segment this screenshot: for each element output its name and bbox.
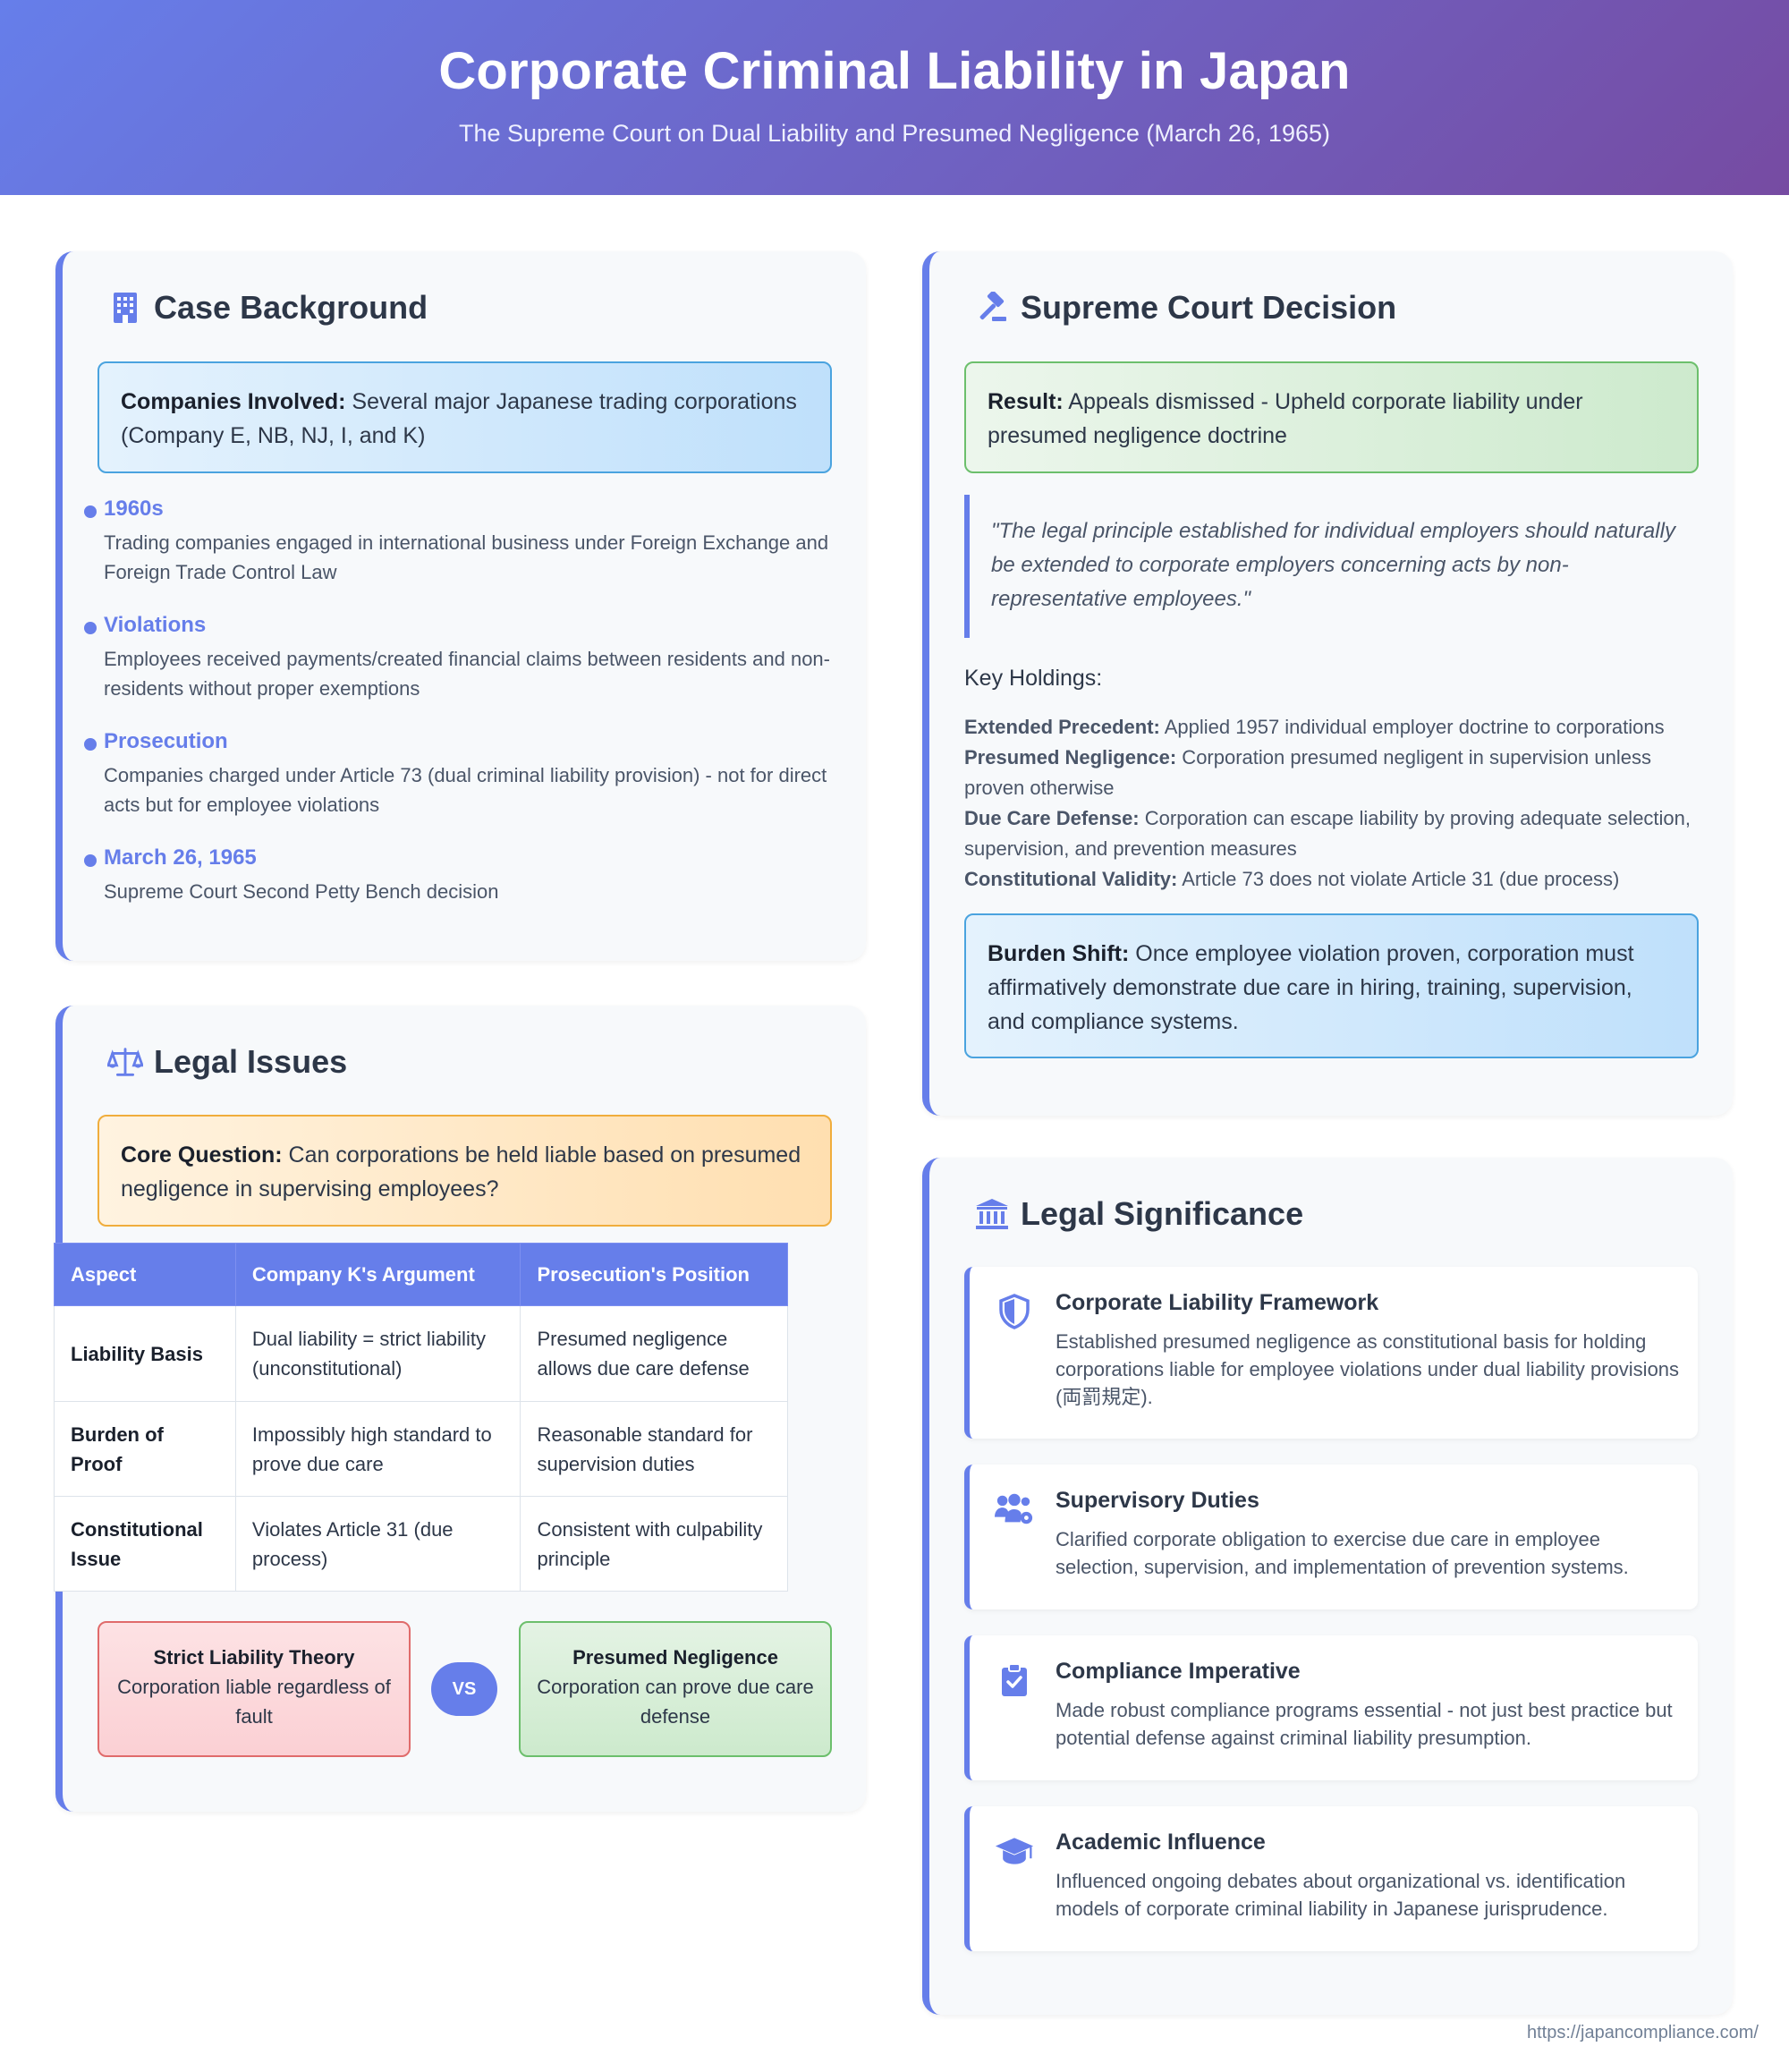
holding-text: Corporation presumed negligent in superv…	[964, 746, 1651, 799]
prosecution-position-cell: Presumed negligence allows due care defe…	[520, 1305, 788, 1402]
significance-item-text: Influenced ongoing debates about organiz…	[1056, 1870, 1626, 1920]
column-header: Prosecution's Position	[520, 1243, 788, 1306]
holding-label: Constitutional Validity:	[964, 868, 1178, 890]
significance-item-text: Established presumed negligence as const…	[1056, 1330, 1680, 1408]
significance-item: Supervisory Duties Clarified corporate o…	[964, 1465, 1698, 1609]
timeline-item: Violations Employees received payments/c…	[84, 610, 837, 703]
significance-item: Compliance Imperative Made robust compli…	[964, 1635, 1698, 1780]
result-label: Result:	[988, 389, 1064, 414]
significance-item-text: Made robust compliance programs essentia…	[1056, 1699, 1673, 1749]
timeline-dot	[84, 738, 97, 751]
significance-item: Academic Influence Influenced ongoing de…	[964, 1806, 1698, 1951]
timeline-text: Trading companies engaged in internation…	[104, 531, 829, 583]
page-header: Corporate Criminal Liability in Japan Th…	[0, 0, 1789, 195]
prosecution-position-cell: Consistent with culpability principle	[520, 1496, 788, 1592]
strict-liability-text: Corporation liable regardless of fault	[117, 1676, 391, 1728]
significance-item-title: Academic Influence	[1056, 1830, 1266, 1855]
building-icon	[107, 290, 143, 326]
holding-text: Article 73 does not violate Article 31 (…	[1177, 868, 1620, 890]
significance-item: Corporate Liability Framework Establishe…	[964, 1267, 1698, 1439]
courthouse-icon	[974, 1196, 1010, 1232]
aspect-cell: Liability Basis	[54, 1305, 236, 1402]
aspect-cell: Burden of Proof	[54, 1401, 236, 1497]
key-holdings-list: Extended Precedent: Applied 1957 individ…	[964, 712, 1702, 895]
table-row: Burden of Proof Impossibly high standard…	[54, 1401, 788, 1497]
strict-liability-box: Strict Liability Theory Corporation liab…	[98, 1621, 411, 1757]
case-background-heading: Case Background	[107, 289, 428, 327]
significance-title: Legal Significance	[1021, 1195, 1304, 1232]
holding-label: Presumed Negligence:	[964, 746, 1177, 769]
holding-label: Extended Precedent:	[964, 716, 1160, 738]
timeline-dot	[84, 505, 97, 518]
presumed-negligence-title: Presumed Negligence	[572, 1646, 778, 1669]
company-argument-cell: Impossibly high standard to prove due ca…	[234, 1401, 521, 1497]
holding-label: Due Care Defense:	[964, 807, 1140, 829]
decision-heading: Supreme Court Decision	[974, 289, 1396, 327]
timeline-item: 1960s Trading companies engaged in inter…	[84, 494, 837, 587]
gavel-icon	[974, 290, 1010, 326]
significance-item-title: Supervisory Duties	[1056, 1488, 1259, 1513]
aspect-cell: Constitutional Issue	[54, 1496, 236, 1592]
timeline-text: Supreme Court Second Petty Bench decisio…	[104, 880, 499, 903]
page-title: Corporate Criminal Liability in Japan	[438, 42, 1351, 100]
burden-shift-text: Once employee violation proven, corporat…	[988, 941, 1634, 1034]
decision-title: Supreme Court Decision	[1021, 289, 1397, 326]
significance-heading: Legal Significance	[974, 1195, 1303, 1233]
timeline-text: Employees received payments/created fina…	[104, 648, 830, 700]
companies-label: Companies Involved:	[121, 389, 346, 414]
timeline-heading: Violations	[104, 613, 207, 637]
table-row: Constitutional Issue Violates Article 31…	[54, 1496, 788, 1592]
timeline-heading: Prosecution	[104, 729, 228, 753]
strict-liability-title: Strict Liability Theory	[153, 1646, 355, 1669]
significance-item-title: Corporate Liability Framework	[1056, 1290, 1379, 1315]
timeline-dot	[84, 622, 97, 634]
core-question-box: Core Question: Can corporations be held …	[98, 1115, 832, 1227]
timeline-heading: 1960s	[104, 497, 164, 521]
column-header: Company K's Argument	[234, 1243, 521, 1306]
timeline-heading: March 26, 1965	[104, 845, 257, 870]
issues-table: Aspect Company K's Argument Prosecution'…	[54, 1243, 788, 1592]
result-text: Appeals dismissed - Upheld corporate lia…	[988, 389, 1583, 448]
shield-icon	[995, 1292, 1034, 1331]
prosecution-position-cell: Reasonable standard for supervision duti…	[520, 1401, 788, 1497]
companies-involved-box: Companies Involved: Several major Japane…	[98, 361, 832, 473]
significance-item-text: Clarified corporate obligation to exerci…	[1056, 1528, 1629, 1578]
timeline-item: Prosecution Companies charged under Arti…	[84, 726, 837, 819]
footer-url[interactable]: https://japancompliance.com/	[1526, 2023, 1759, 2042]
page-subtitle: The Supreme Court on Dual Liability and …	[458, 120, 1331, 147]
holding-item: Presumed Negligence: Corporation presume…	[964, 743, 1702, 803]
holding-text: Applied 1957 individual employer doctrin…	[1159, 716, 1665, 738]
legal-issues-title: Legal Issues	[154, 1043, 348, 1080]
timeline-text: Companies charged under Article 73 (dual…	[104, 764, 827, 816]
holding-text: Corporation can escape liability by prov…	[964, 807, 1691, 860]
table-row: Liability Basis Dual liability = strict …	[54, 1305, 788, 1402]
core-question-text: Can corporations be held liable based on…	[121, 1142, 801, 1202]
significance-item-title: Compliance Imperative	[1056, 1659, 1301, 1684]
scale-icon	[107, 1044, 143, 1080]
timeline-item: March 26, 1965 Supreme Court Second Pett…	[84, 843, 837, 906]
presumed-negligence-text: Corporation can prove due care defense	[537, 1676, 814, 1728]
company-argument-cell: Dual liability = strict liability (uncon…	[234, 1305, 521, 1402]
legal-issues-heading: Legal Issues	[107, 1043, 347, 1081]
presumed-negligence-box: Presumed Negligence Corporation can prov…	[519, 1621, 832, 1757]
core-question-label: Core Question:	[121, 1142, 283, 1168]
column-header: Aspect	[54, 1243, 236, 1306]
result-box: Result: Appeals dismissed - Upheld corpo…	[964, 361, 1699, 473]
clipboard-check-icon	[995, 1660, 1034, 1700]
holding-item: Constitutional Validity: Article 73 does…	[964, 864, 1702, 895]
users-gear-icon	[995, 1490, 1034, 1529]
holding-item: Extended Precedent: Applied 1957 individ…	[964, 712, 1702, 743]
company-argument-cell: Violates Article 31 (due process)	[234, 1496, 521, 1592]
graduation-cap-icon	[995, 1831, 1034, 1871]
key-holdings-title: Key Holdings:	[964, 666, 1103, 691]
court-quote: "The legal principle established for ind…	[964, 495, 1698, 638]
case-background-title: Case Background	[154, 289, 428, 326]
holding-item: Due Care Defense: Corporation can escape…	[964, 803, 1702, 864]
timeline-dot	[84, 854, 97, 867]
burden-shift-box: Burden Shift: Once employee violation pr…	[964, 913, 1699, 1058]
burden-shift-label: Burden Shift:	[988, 941, 1130, 966]
table-header-row: Aspect Company K's Argument Prosecution'…	[54, 1243, 788, 1306]
vs-badge: VS	[431, 1662, 497, 1716]
companies-text: Several major Japanese trading corporati…	[121, 389, 797, 448]
